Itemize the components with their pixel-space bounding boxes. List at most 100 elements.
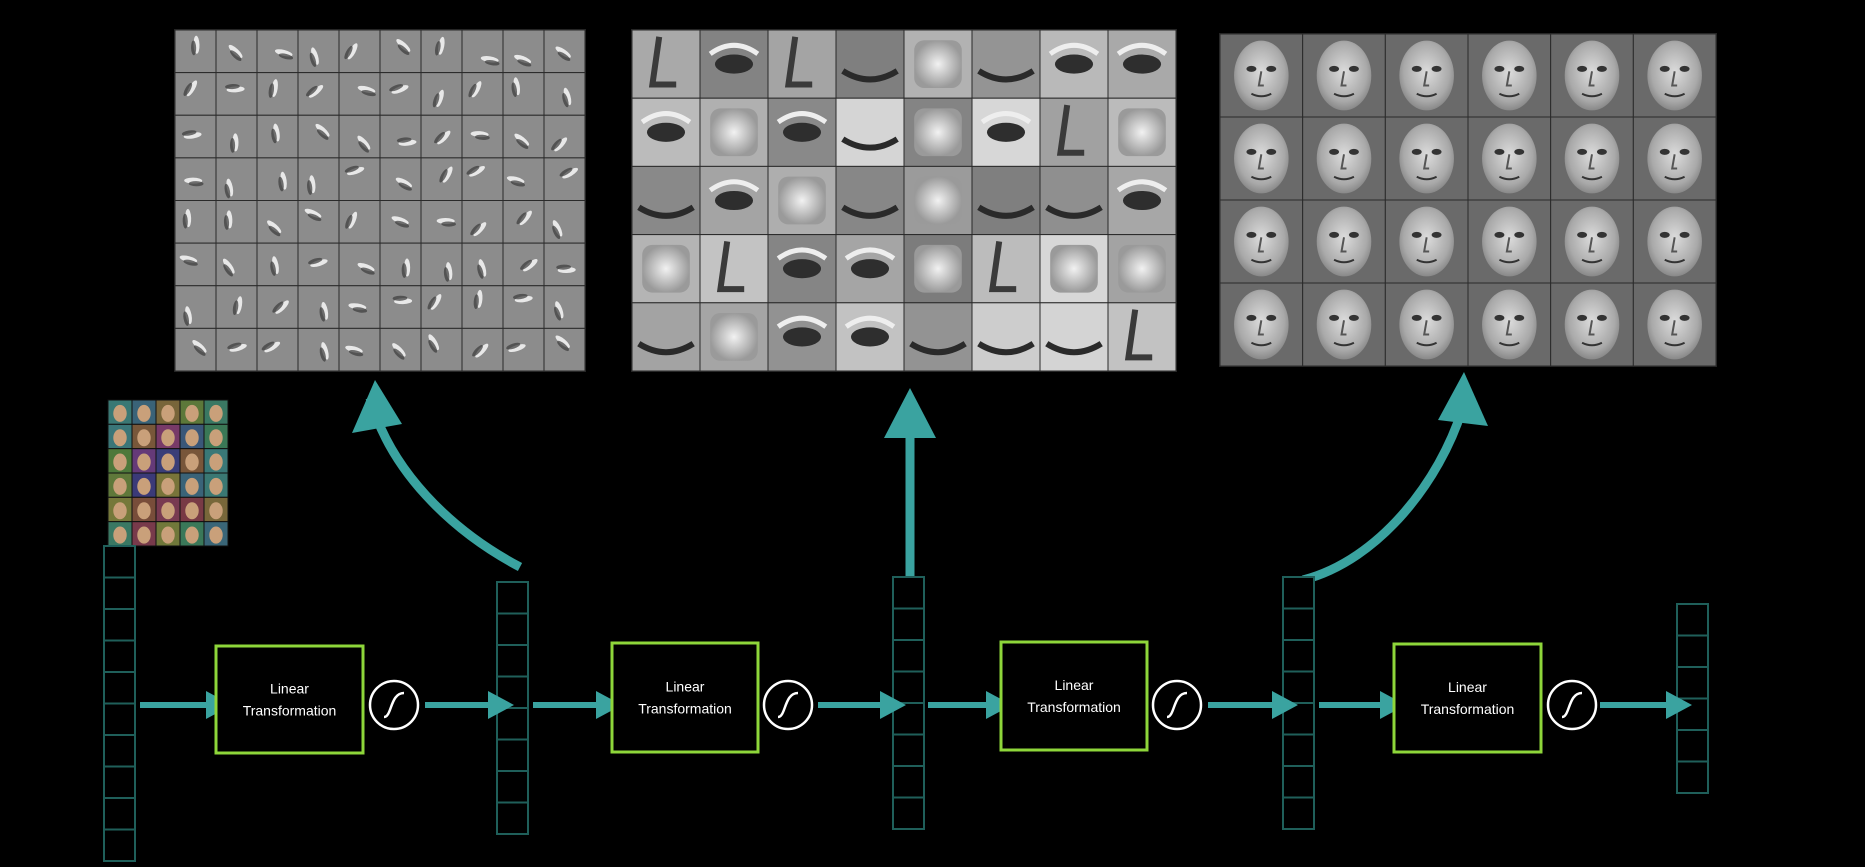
feature-cell bbox=[502, 29, 545, 74]
feature-cell bbox=[1107, 165, 1177, 236]
feature-cell bbox=[1039, 97, 1109, 167]
feature-cell bbox=[338, 72, 381, 116]
feature-cell bbox=[155, 448, 181, 474]
feature-cell bbox=[338, 327, 381, 372]
feature-cell bbox=[174, 114, 217, 159]
feature-cell bbox=[699, 29, 769, 99]
feature-cell bbox=[1467, 33, 1552, 118]
feature-cell bbox=[1039, 29, 1109, 99]
neuron-cell bbox=[496, 738, 529, 772]
feature-cell bbox=[131, 399, 157, 425]
feature-cell bbox=[1632, 116, 1717, 201]
feature-cell bbox=[1632, 282, 1717, 367]
block-label-line2: Transformation bbox=[638, 701, 732, 717]
flow-arrowhead-8 bbox=[1666, 691, 1692, 719]
feature-cell bbox=[107, 399, 133, 425]
feature-cell bbox=[699, 302, 769, 372]
feature-cell bbox=[699, 165, 769, 236]
feature-cell bbox=[699, 97, 769, 167]
neuron-cell bbox=[892, 765, 925, 799]
neuron-cell bbox=[496, 581, 529, 615]
feature-cell bbox=[1550, 33, 1634, 118]
feature-cell bbox=[502, 200, 545, 244]
feature-cell bbox=[543, 114, 586, 159]
neuron-cell bbox=[496, 707, 529, 741]
feature-cell bbox=[903, 165, 973, 236]
feature-cell bbox=[107, 496, 133, 523]
feature-cell bbox=[131, 472, 157, 498]
feature-cell bbox=[215, 114, 258, 159]
feature-cell bbox=[1467, 199, 1552, 284]
feature-cell bbox=[631, 165, 701, 236]
feature-cell bbox=[767, 302, 837, 372]
feature-panel-parts bbox=[631, 29, 1177, 372]
feature-cell bbox=[155, 496, 181, 523]
neuron-cell bbox=[1676, 760, 1709, 794]
neuron-cell bbox=[496, 801, 529, 835]
feature-cell bbox=[379, 157, 422, 201]
feature-cell bbox=[215, 327, 258, 372]
feature-cell bbox=[631, 234, 701, 304]
neuron-cell bbox=[1282, 576, 1315, 610]
feature-cell bbox=[420, 242, 463, 287]
feature-cell bbox=[379, 72, 422, 116]
feature-cell bbox=[461, 327, 504, 372]
feature-cell bbox=[203, 472, 229, 498]
neuron-cell bbox=[496, 770, 529, 804]
feature-cell bbox=[1039, 165, 1109, 236]
feature-cell bbox=[179, 472, 205, 498]
feature-cell bbox=[502, 242, 545, 287]
sigmoid-icon-2 bbox=[762, 679, 814, 731]
feature-cell bbox=[767, 29, 837, 99]
feature-panel-edges bbox=[174, 29, 586, 372]
feature-cell bbox=[420, 285, 463, 329]
feature-cell bbox=[461, 157, 504, 201]
feature-cell bbox=[203, 521, 229, 547]
neuron-cell bbox=[103, 797, 136, 831]
feature-arrow-3 bbox=[1301, 408, 1467, 585]
feature-cell bbox=[631, 29, 701, 99]
feature-cell bbox=[1384, 282, 1469, 367]
sigmoid-icon-4 bbox=[1546, 679, 1598, 731]
feature-cell bbox=[379, 327, 422, 372]
neuron-cell bbox=[496, 612, 529, 646]
feature-cell bbox=[1550, 199, 1634, 284]
feature-cell bbox=[1219, 116, 1304, 201]
feature-cell bbox=[461, 242, 504, 287]
feature-cell bbox=[420, 72, 463, 116]
feature-cell bbox=[461, 72, 504, 116]
feature-cell bbox=[835, 302, 905, 372]
feature-cell bbox=[971, 302, 1041, 372]
feature-cell bbox=[215, 242, 258, 287]
feature-arrowhead-2 bbox=[884, 388, 936, 438]
flow-arrowhead-6 bbox=[1272, 691, 1298, 719]
neuron-cell bbox=[892, 670, 925, 704]
feature-cell bbox=[767, 165, 837, 236]
feature-cell bbox=[338, 114, 381, 159]
neuron-cell bbox=[1282, 639, 1315, 673]
feature-cell bbox=[338, 157, 381, 201]
feature-cell bbox=[174, 29, 217, 74]
neuron-cell bbox=[1282, 733, 1315, 767]
feature-cell bbox=[155, 521, 181, 547]
feature-cell bbox=[297, 200, 340, 244]
feature-cell bbox=[155, 472, 181, 498]
neuron-cell bbox=[1676, 729, 1709, 763]
feature-cell bbox=[835, 29, 905, 99]
feature-cell bbox=[699, 234, 769, 304]
neuron-cell bbox=[103, 576, 136, 610]
feature-cell bbox=[971, 29, 1041, 99]
feature-cell bbox=[631, 302, 701, 372]
feature-cell bbox=[1302, 33, 1386, 118]
feature-cell bbox=[107, 423, 133, 450]
feature-cell bbox=[203, 423, 229, 450]
neuron-cell bbox=[892, 576, 925, 610]
neuron-cell bbox=[1676, 603, 1709, 637]
input-image-thumbnail bbox=[107, 399, 229, 547]
feature-cell bbox=[543, 200, 586, 244]
neuron-cell bbox=[103, 608, 136, 642]
feature-cell bbox=[461, 114, 504, 159]
flow-arrowhead-2 bbox=[488, 691, 514, 719]
feature-cell bbox=[215, 200, 258, 244]
